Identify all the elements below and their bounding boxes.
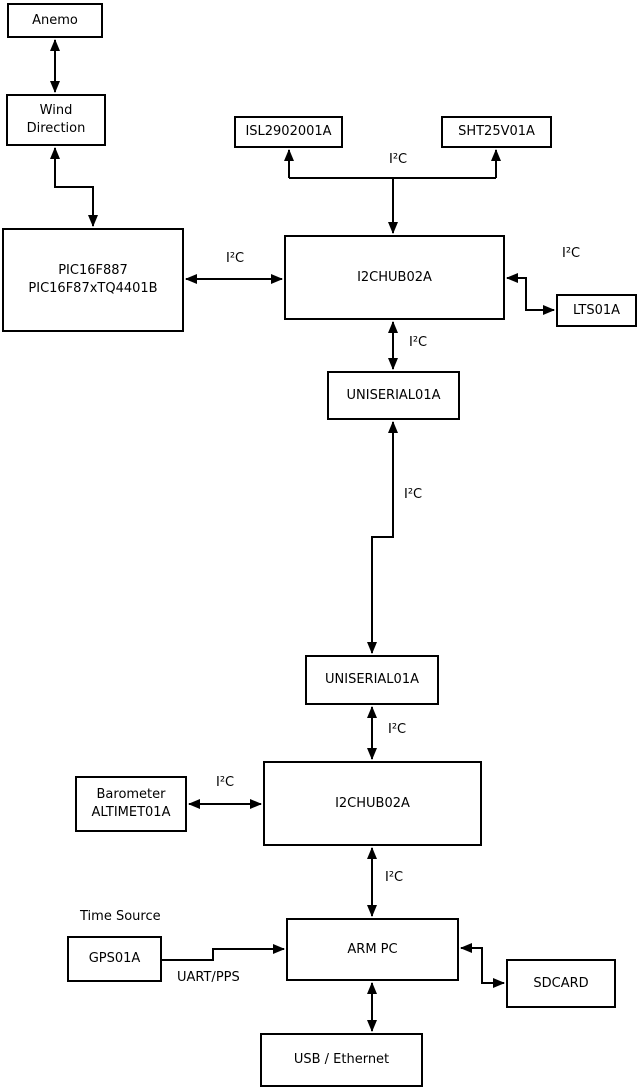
node-usb-ethernet: USB / Ethernet: [260, 1033, 423, 1087]
connector-gps-armpc: [162, 944, 285, 961]
bus-label-i2c-pic-hub1: I²C: [226, 251, 245, 266]
node-wind-direction: Wind Direction: [6, 94, 106, 146]
node-gps01a: GPS01A: [67, 936, 162, 982]
node-lts01a: LTS01A: [556, 294, 637, 327]
node-label: ALTIMET01A: [91, 805, 171, 820]
connector-armpc-sdcard: [460, 943, 505, 988]
node-label: SHT25V01A: [458, 124, 535, 140]
annotation-time-source: Time Source: [80, 909, 161, 924]
node-label: USB / Ethernet: [293, 1052, 390, 1068]
node-label: LTS01A: [572, 302, 621, 318]
node-label: UNISERIAL01A: [325, 672, 419, 688]
node-barometer-altimet01a: Barometer ALTIMET01A: [75, 776, 187, 832]
annotation-uart-pps: UART/PPS: [177, 970, 240, 985]
node-label: ARM PC: [347, 941, 398, 957]
bus-label-i2c-barometer-hub2: I²C: [216, 775, 235, 790]
bus-label-i2c-isl-sht: I²C: [389, 152, 408, 167]
bus-label-i2c-hub1-uniserial1: I²C: [409, 335, 428, 350]
node-label: PIC16F887: [58, 263, 128, 279]
node-label: UNISERIAL01A: [346, 387, 441, 403]
node-uniserial01a-1: UNISERIAL01A: [327, 371, 460, 420]
node-label: ISL2902001A: [245, 124, 332, 140]
node-sht25v01a: SHT25V01A: [441, 116, 552, 148]
node-label: Wind: [39, 103, 73, 119]
node-arm-pc: ARM PC: [286, 918, 459, 981]
bus-label-i2c-uniserial2-hub2: I²C: [388, 722, 407, 737]
node-sdcard: SDCARD: [506, 959, 616, 1008]
node-label: Direction: [26, 121, 86, 136]
node-pic16f887: PIC16F887 PIC16F87xTQ4401B: [2, 228, 184, 332]
node-label: GPS01A: [88, 951, 141, 967]
node-label: PIC16F87xTQ4401B: [28, 281, 158, 296]
node-label: SDCARD: [533, 975, 589, 991]
node-uniserial01a-2: UNISERIAL01A: [305, 655, 439, 705]
connector-hub1-lts: [506, 273, 555, 315]
connector-wind-pic: [50, 147, 98, 227]
bus-label-i2c-uniserial-link: I²C: [404, 487, 423, 502]
bus-label-i2c-hub2-armpc: I²C: [385, 870, 404, 885]
bus-label-i2c-hub1-lts: I²C: [562, 246, 581, 261]
node-i2chub02a-1: I2CHUB02A: [284, 235, 505, 320]
connector-uniserial1-uniserial2: [367, 421, 398, 654]
node-label: Barometer: [96, 787, 166, 803]
node-label: Anemo: [32, 12, 78, 28]
node-isl2902001a: ISL2902001A: [234, 116, 343, 148]
node-i2chub02a-2: I2CHUB02A: [263, 761, 482, 846]
node-label: I2CHUB02A: [335, 795, 410, 811]
node-anemo: Anemo: [7, 3, 103, 38]
node-label: I2CHUB02A: [357, 269, 432, 285]
